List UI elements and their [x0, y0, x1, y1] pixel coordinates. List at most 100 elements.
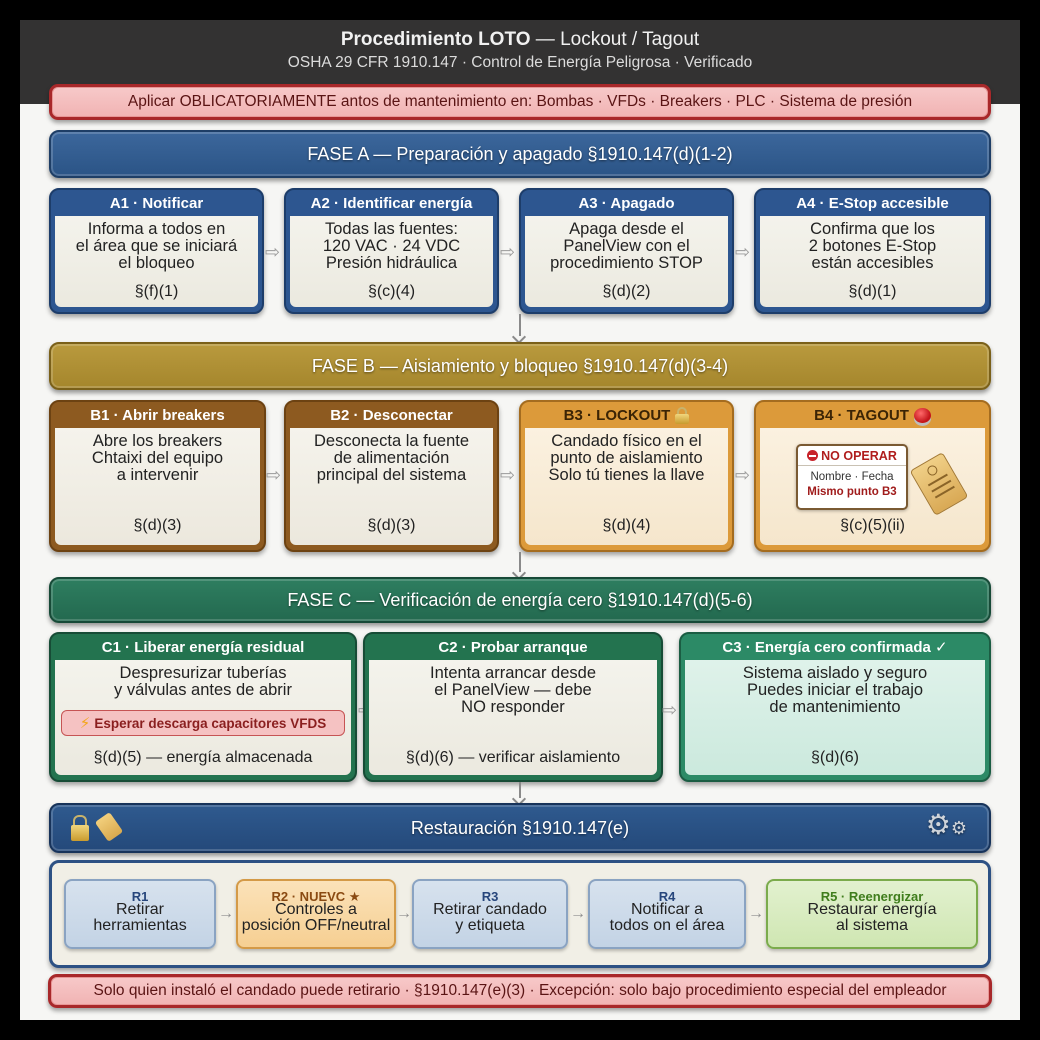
arrow-down-icon [519, 782, 521, 798]
step-ref: §(d)(6) — verificar aislamiento [405, 749, 621, 766]
arrow-right-icon: ⇨ [265, 242, 281, 262]
step-c3: C3 · Energía cero confirmada ✓ Sistema a… [679, 632, 991, 782]
step-a2: A2 · Identificar energía Todas las fuent… [284, 188, 499, 314]
step-ref: §(c)(4) [367, 283, 416, 300]
step-id: R4 [658, 889, 676, 904]
step-title: B3 · LOCKOUT [521, 402, 732, 428]
step-id: R3 [481, 889, 499, 904]
step-text: Informa a todos en el área que se inicia… [75, 220, 238, 272]
do-not-operate-tag: NO OPERAR Nombre · Fecha Mismo punto B3 [796, 444, 908, 510]
step-text: Controles a posición OFF/neutral [241, 901, 391, 934]
arrow-down-icon [519, 314, 521, 336]
step-title: C3 · Energía cero confirmada ✓ [722, 639, 948, 656]
restoration-steps-panel: R1 Retirar herramientas → R2 · NUEVC ★ C… [49, 860, 991, 968]
step-id: R1 [131, 889, 149, 904]
step-id: R2 · NUEVC ★ [271, 889, 361, 904]
step-title: A1 · Notificar [109, 194, 204, 212]
tag-line-same-point: Mismo punto B3 [807, 486, 897, 498]
title-rest: — Lockout / Tagout [530, 29, 700, 50]
step-a4: A4 · E-Stop accesible Confirma que los 2… [754, 188, 991, 314]
lightning-icon: ⚡ [79, 715, 91, 732]
lock-tag-icon [71, 812, 124, 844]
step-text: Todas las fuentes: 120 VAC · 24 VDC Pres… [322, 220, 461, 272]
step-ref: §(d)(3) [367, 517, 416, 534]
step-title: A4 · E-Stop accesible [796, 194, 949, 212]
step-ref: §(f)(1) [134, 283, 179, 300]
step-b4: B4 · TAGOUT NO OPERAR Nombre · Fecha Mis… [754, 400, 991, 552]
arrow-right-icon: → [396, 905, 412, 922]
arrow-right-icon: → [748, 905, 764, 922]
step-title: B4 · TAGOUT [756, 402, 989, 428]
step-title: C1 · Liberar energía residual [101, 638, 305, 656]
page-subtitle: OSHA 29 CFR 1910.147 · Control de Energí… [287, 54, 753, 71]
step-ref: §(d)(5) — energía almacenada [93, 749, 313, 766]
step-a1: A1 · Notificar Informa a todos en el áre… [49, 188, 264, 314]
step-text: Desconecta la fuente de alimentación pri… [313, 432, 470, 484]
restoration-header: Restauración §1910.147(e) ⚙⚙ [49, 803, 991, 853]
step-text: Candado físico en el punto de aislamient… [548, 432, 705, 484]
restoration-title: Restauración §1910.147(e) [410, 817, 630, 838]
step-ref: §(d)(4) [602, 517, 651, 534]
step-b3: B3 · LOCKOUT Candado físico en el punto … [519, 400, 734, 552]
step-r1: R1 Retirar herramientas [64, 879, 216, 949]
arrow-right-icon: ⇨ [735, 242, 751, 262]
step-text: Notificar a todos on el área [609, 901, 725, 934]
step-r5: R5 · Reenergizar Restaurar energía al si… [766, 879, 978, 949]
arrow-down-icon [519, 552, 521, 572]
step-title: C2 · Probar arranque [438, 638, 588, 656]
capacitor-alert: ⚡Esperar descarga capacitores VFDS [61, 710, 345, 736]
padlock-icon [675, 406, 690, 424]
arrow-right-icon: ⇨ [735, 465, 751, 485]
top-warning-banner: Aplicar OBLICATORIAMENTE antos de manten… [49, 84, 991, 120]
step-text: Sistema aislado y seguro Puedes iniciar … [742, 664, 928, 716]
padlock-icon [71, 815, 89, 841]
step-ref: §(d)(3) [133, 517, 182, 534]
arrow-right-icon: ⇨ [500, 465, 516, 485]
step-r2: R2 · NUEVC ★ Controles a posición OFF/ne… [236, 879, 396, 949]
step-title: A2 · Identificar energía [310, 194, 473, 212]
step-text: Despresurizar tuberías y válvulas antes … [114, 664, 292, 699]
loto-diagram: Procedimiento LOTO — Lockout / Tagout OS… [20, 20, 1020, 1020]
hang-tag-icon [909, 451, 969, 517]
step-text: Retirar candado y etiqueta [433, 901, 547, 934]
step-r4: R4 Notificar a todos on el área [588, 879, 746, 949]
step-c1: C1 · Liberar energía residual Despresuri… [49, 632, 357, 782]
page-title: Procedimiento LOTO — Lockout / Tagout [20, 29, 1020, 51]
step-text: Restaurar energía al sistema [807, 901, 937, 934]
arrow-right-icon: ⇨ [266, 465, 282, 485]
step-text: Retirar herramientas [93, 901, 187, 934]
bottom-warning-banner: Solo quien instaló el candado puede reti… [48, 974, 992, 1008]
arrow-right-icon: → [218, 905, 234, 922]
step-title: A3 · Apagado [578, 194, 675, 212]
arrow-right-icon: → [570, 905, 586, 922]
phase-a-header: FASE A — Preparación y apagado §1910.147… [49, 130, 991, 178]
red-button-icon [913, 407, 931, 423]
gears-icon: ⚙⚙ [926, 811, 967, 842]
step-ref: §(d)(2) [602, 283, 651, 300]
alert-text: Esperar descarga capacitores VFDS [94, 715, 327, 731]
title-bold: Procedimiento LOTO [340, 29, 531, 50]
step-ref: §(c)(5)(ii) [840, 517, 905, 534]
step-b2: B2 · Desconectar Desconecta la fuente de… [284, 400, 499, 552]
phase-b-header: FASE B — Aisiamiento y bloqueo §1910.147… [49, 342, 991, 390]
arrow-right-icon: ⇨ [500, 242, 516, 262]
tag-icon [94, 812, 124, 842]
step-title: B2 · Desconectar [286, 402, 497, 428]
no-entry-icon [807, 450, 819, 461]
step-c2: C2 · Probar arranque Intenta arrancar de… [363, 632, 663, 782]
step-title-text: B4 · TAGOUT [814, 406, 909, 424]
step-text: Confirma que los 2 botones E-Stop están … [808, 220, 937, 272]
step-title-text: B3 · LOCKOUT [563, 406, 671, 424]
gear-icon: ⚙ [925, 809, 951, 840]
step-text: Abre los breakers Chtaixi del equipo a i… [91, 432, 224, 484]
step-ref: §(d)(6) [810, 749, 859, 766]
step-title: B1 · Abrir breakers [51, 402, 264, 428]
step-text: Apaga desde el PanelView con el procedim… [550, 220, 703, 272]
tag-warning: NO OPERAR [821, 448, 897, 463]
step-b1: B1 · Abrir breakers Abre los breakers Ch… [49, 400, 266, 552]
step-r3: R3 Retirar candado y etiqueta [412, 879, 568, 949]
arrow-right-icon: ⇨ [662, 700, 678, 720]
phase-c-header: FASE C — Verificación de energía cero §1… [49, 577, 991, 623]
step-ref: §(d)(1) [848, 283, 897, 300]
tag-line-name-date: Nombre · Fecha [810, 471, 894, 483]
